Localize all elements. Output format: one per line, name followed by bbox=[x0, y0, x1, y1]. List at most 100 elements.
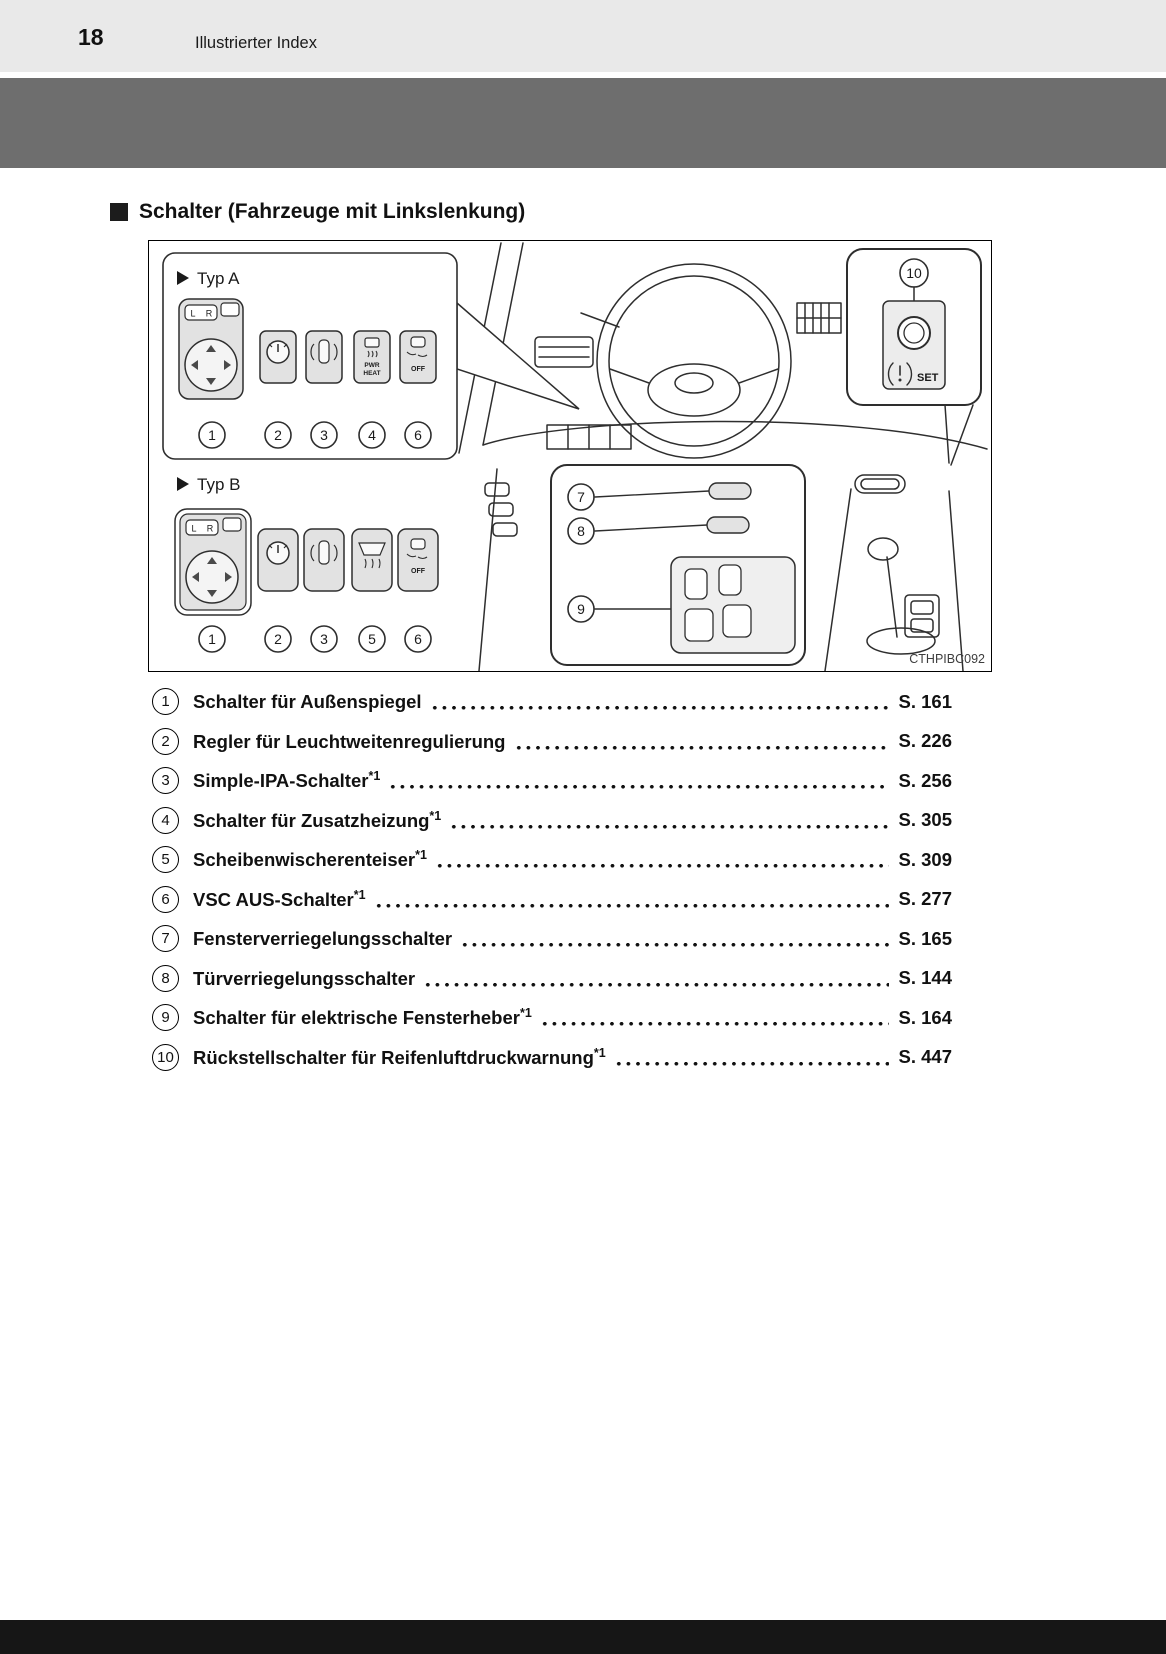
vsc-off-icon-b: OFF bbox=[397, 528, 439, 592]
svg-text:L: L bbox=[191, 524, 196, 534]
page-reference: S. 309 bbox=[898, 848, 953, 870]
item-label: Scheibenwischerenteiser*1 bbox=[193, 848, 427, 871]
svg-text:L: L bbox=[190, 309, 195, 319]
callout-number-7: 7 bbox=[577, 489, 585, 505]
typ-a-panel: Typ A L R bbox=[162, 252, 458, 460]
console-switch-panel bbox=[904, 594, 940, 638]
svg-text:1: 1 bbox=[208, 427, 216, 443]
tpms-callout: 10 SET bbox=[846, 248, 982, 466]
item-number-badge: 5 bbox=[152, 846, 179, 874]
door-switch-small bbox=[484, 482, 510, 497]
index-item: 2 Regler für Leuchtweitenregulierung S. … bbox=[152, 721, 953, 761]
dot-leader bbox=[434, 840, 889, 880]
index-item: 5 Scheibenwischerenteiser*1 S. 309 bbox=[152, 840, 952, 880]
svg-text:HEAT: HEAT bbox=[363, 370, 380, 377]
steering-emblem bbox=[674, 372, 714, 394]
item-label: VSC AUS-Schalter*1 bbox=[193, 887, 366, 910]
simple-ipa-icon bbox=[305, 330, 343, 384]
simple-ipa-icon-b bbox=[303, 528, 345, 592]
index-item: 9 Schalter für elektrische Fensterheber*… bbox=[152, 998, 952, 1038]
typ-b-arrow-icon bbox=[177, 477, 189, 491]
page-number: 18 bbox=[78, 24, 104, 50]
svg-text:2: 2 bbox=[274, 631, 282, 647]
callout-badge-8 bbox=[567, 517, 595, 545]
pointer-wedge bbox=[456, 301, 580, 410]
figure-code: CTHPIBC092 bbox=[909, 652, 985, 666]
footnote-marker: *1 bbox=[415, 848, 427, 863]
item-label: Schalter für elektrische Fensterheber*1 bbox=[193, 1006, 532, 1029]
item-label: Türverriegelungsschalter bbox=[193, 967, 416, 989]
svg-text:OFF: OFF bbox=[411, 568, 426, 575]
index-item: 8 Türverriegelungsschalter S. 144 bbox=[152, 958, 952, 998]
typ-a-arrow-icon bbox=[177, 271, 189, 285]
svg-text:R: R bbox=[206, 309, 213, 319]
page-reference: S. 226 bbox=[898, 730, 953, 752]
dash-vent-icon bbox=[534, 336, 594, 368]
typ-a-label: Typ A bbox=[197, 269, 240, 288]
index-item: 10 Rückstellschalter für Reifenluftdruck… bbox=[152, 1037, 953, 1077]
page-reference: S. 161 bbox=[898, 690, 953, 712]
page-reference: S. 277 bbox=[898, 888, 953, 910]
page-reference: S. 447 bbox=[898, 1046, 953, 1068]
svg-text:6: 6 bbox=[414, 427, 422, 443]
page-header: 18 Illustrierter Index bbox=[0, 0, 1166, 72]
window-switch-callout: 7 8 9 bbox=[550, 464, 806, 666]
tyre-warning-icon bbox=[887, 362, 913, 386]
section-title: Schalter (Fahrzeuge mit Linkslenkung) bbox=[139, 200, 526, 223]
item-number-badge: 1 bbox=[152, 688, 179, 716]
callout-badge-9 bbox=[567, 595, 595, 623]
index-item: 1 Schalter für Außenspiegel S. 161 bbox=[152, 682, 952, 722]
chapter-banner bbox=[0, 78, 1166, 168]
item-label: Fensterverriegelungsschalter bbox=[193, 928, 453, 950]
svg-text:3: 3 bbox=[320, 427, 328, 443]
dot-leader bbox=[513, 721, 889, 761]
footer-bar bbox=[0, 1620, 1166, 1654]
item-number-badge: 8 bbox=[152, 964, 179, 992]
window-lock-switch bbox=[708, 482, 752, 500]
item-number-badge: 6 bbox=[152, 885, 179, 913]
svg-text:2: 2 bbox=[274, 427, 282, 443]
index-item: 6 VSC AUS-Schalter*1 S. 277 bbox=[152, 879, 953, 919]
svg-text:R: R bbox=[207, 524, 214, 534]
index-list: 1 Schalter für Außenspiegel S. 161 2 Reg… bbox=[152, 682, 952, 1077]
header-title: Illustrierter Index bbox=[195, 34, 317, 52]
gear-knob bbox=[867, 537, 899, 561]
index-item: 7 Fensterverriegelungsschalter S. 165 bbox=[152, 919, 952, 959]
set-button-label: SET bbox=[917, 372, 939, 384]
door-lock-switch bbox=[706, 516, 750, 534]
dot-leader bbox=[373, 879, 889, 919]
svg-text:OFF: OFF bbox=[411, 366, 426, 373]
door-pull bbox=[854, 474, 906, 494]
item-number-badge: 7 bbox=[152, 925, 179, 953]
vsc-off-icon: OFF bbox=[399, 330, 437, 384]
control-stalk bbox=[580, 312, 620, 328]
section-heading: Schalter (Fahrzeuge mit Linkslenkung) bbox=[110, 200, 1166, 224]
footnote-marker: *1 bbox=[519, 1006, 532, 1021]
headlight-leveling-icon bbox=[259, 330, 297, 384]
page-reference: S. 164 bbox=[898, 1006, 953, 1028]
section-marker-square bbox=[110, 203, 128, 221]
callout-badge-7 bbox=[567, 483, 595, 511]
page-reference: S. 305 bbox=[898, 809, 953, 831]
footnote-marker: *1 bbox=[353, 887, 366, 902]
dot-leader bbox=[429, 682, 889, 722]
mirror-switch-icon: L R bbox=[178, 298, 244, 400]
svg-text:PWR: PWR bbox=[364, 362, 379, 369]
index-item: 4 Schalter für Zusatzheizung*1 S. 305 bbox=[152, 800, 953, 840]
item-number-badge: 3 bbox=[152, 767, 179, 795]
typ-a-callout-badges: 1 2 3 4 6 bbox=[198, 421, 432, 449]
typ-b-panel: Typ B L R bbox=[174, 475, 439, 653]
dot-leader bbox=[613, 1037, 889, 1077]
switch-diagram-illustration: 10 SET bbox=[162, 242, 988, 671]
item-label: Schalter für Außenspiegel bbox=[193, 691, 422, 713]
svg-text:4: 4 bbox=[368, 427, 376, 443]
dot-leader bbox=[388, 761, 889, 801]
door-switch-small bbox=[488, 502, 514, 517]
dot-leader bbox=[449, 800, 889, 840]
steering-hub bbox=[647, 363, 741, 417]
page-reference: S. 256 bbox=[898, 769, 953, 791]
index-item: 3 Simple-IPA-Schalter*1 S. 256 bbox=[152, 761, 952, 801]
item-number-badge: 9 bbox=[152, 1004, 179, 1032]
svg-text:1: 1 bbox=[208, 631, 216, 647]
